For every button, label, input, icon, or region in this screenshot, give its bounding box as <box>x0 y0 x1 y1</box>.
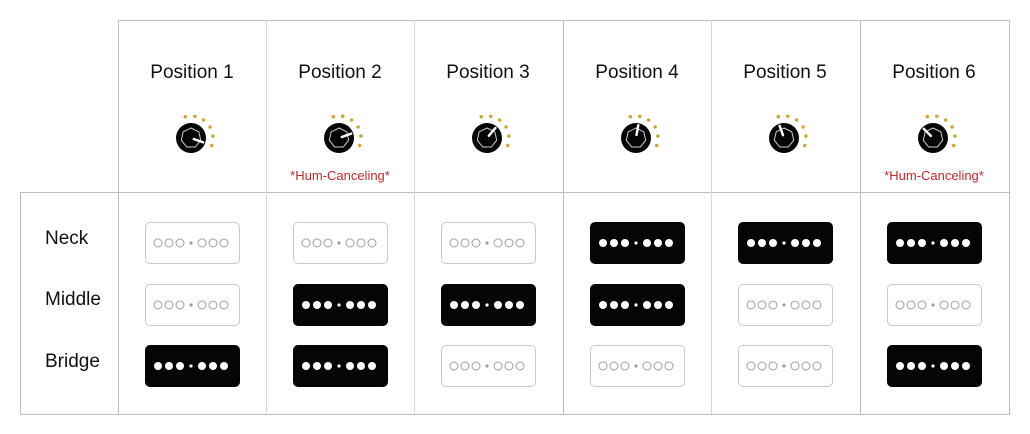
grid-col-line-2 <box>266 20 267 414</box>
grid-col-line-4 <box>563 20 564 414</box>
pickup-position-1-middle <box>145 284 240 326</box>
pole-pieces-icon <box>895 239 970 247</box>
pole-pieces-icon <box>598 239 673 247</box>
pickup-position-1-neck <box>145 222 240 264</box>
pole-pieces-icon <box>301 238 376 248</box>
selector-knob-icon <box>308 108 372 160</box>
position-5-title: Position 5 <box>743 62 827 83</box>
grid-right-line <box>1009 20 1010 414</box>
pickup-position-6-middle <box>887 284 982 326</box>
pole-pieces-icon <box>153 238 228 248</box>
row-label-bridge: Bridge <box>45 351 100 372</box>
position-2-title: Position 2 <box>298 62 382 83</box>
pole-pieces-icon <box>895 300 970 310</box>
row-label-middle: Middle <box>45 289 101 310</box>
pickup-position-3-bridge <box>441 345 536 387</box>
selector-knob-icon <box>753 108 817 160</box>
pole-pieces-icon <box>301 362 376 370</box>
selector-knob-icon <box>456 108 520 160</box>
pickup-position-2-neck <box>293 222 388 264</box>
pickup-position-1-bridge <box>145 345 240 387</box>
pole-pieces-icon <box>449 238 524 248</box>
row-label-neck: Neck <box>45 228 89 249</box>
pole-pieces-icon <box>598 361 673 371</box>
position-4-title: Position 4 <box>595 62 679 83</box>
grid-col-line-6 <box>860 20 861 414</box>
pole-pieces-icon <box>153 300 228 310</box>
grid-col-line-5 <box>711 20 712 414</box>
position-3-title: Position 3 <box>446 62 530 83</box>
pickup-position-3-neck <box>441 222 536 264</box>
position-2-hum-note: *Hum-Canceling* <box>290 168 390 183</box>
pole-pieces-icon <box>746 239 821 247</box>
pickup-position-5-neck <box>738 222 833 264</box>
pickup-position-3-middle <box>441 284 536 326</box>
pole-pieces-icon <box>746 361 821 371</box>
pickup-position-2-bridge <box>293 345 388 387</box>
pickup-position-6-neck <box>887 222 982 264</box>
pickup-position-4-bridge <box>590 345 685 387</box>
pickup-position-4-neck <box>590 222 685 264</box>
pickup-position-5-bridge <box>738 345 833 387</box>
selector-knob-icon <box>605 108 669 160</box>
grid-left-line <box>20 192 21 414</box>
selector-knob-icon <box>902 108 966 160</box>
position-6-hum-note: *Hum-Canceling* <box>884 168 984 183</box>
pole-pieces-icon <box>598 301 673 309</box>
selector-knob-icon <box>160 108 224 160</box>
pole-pieces-icon <box>153 362 228 370</box>
pickup-position-2-middle <box>293 284 388 326</box>
pickup-position-4-middle <box>590 284 685 326</box>
position-6-title: Position 6 <box>892 62 976 83</box>
grid-middle-line <box>20 192 1010 193</box>
grid-col-line-1 <box>118 20 119 414</box>
pickup-position-5-middle <box>738 284 833 326</box>
pickup-position-6-bridge <box>887 345 982 387</box>
grid-col-line-3 <box>414 20 415 414</box>
pole-pieces-icon <box>449 361 524 371</box>
position-1-title: Position 1 <box>150 62 234 83</box>
grid-bottom-line <box>20 414 1010 415</box>
pole-pieces-icon <box>746 300 821 310</box>
pole-pieces-icon <box>895 362 970 370</box>
pole-pieces-icon <box>301 301 376 309</box>
pole-pieces-icon <box>449 301 524 309</box>
grid-top-line <box>118 20 1010 21</box>
